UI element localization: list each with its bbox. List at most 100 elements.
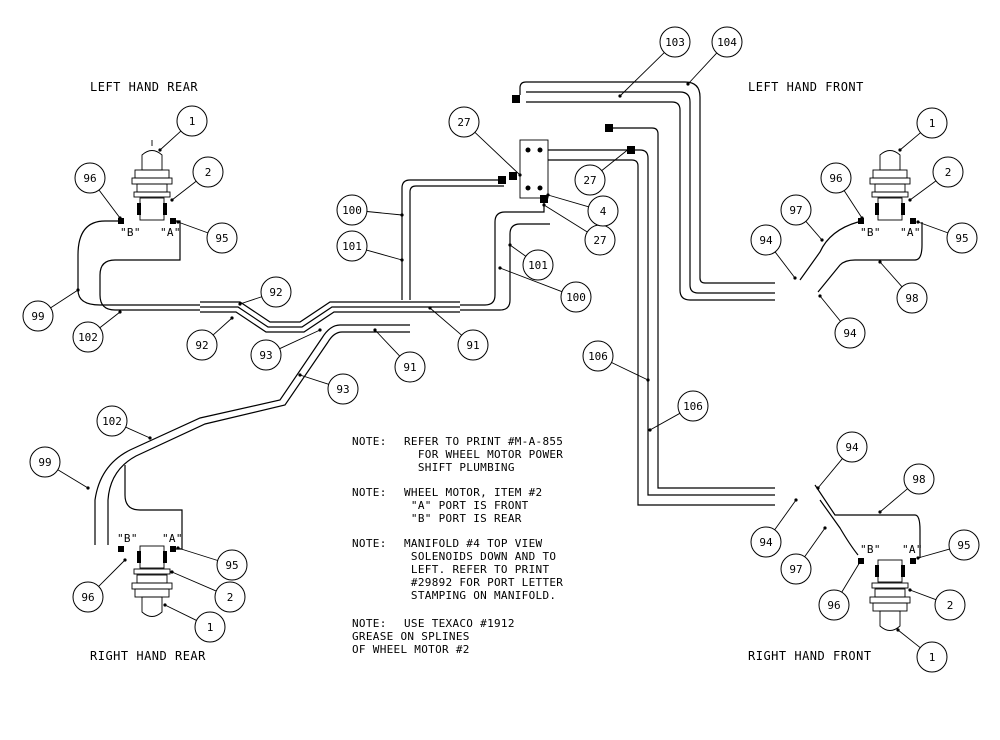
callout-99: 99: [29, 446, 90, 490]
callout-bubble: [834, 317, 866, 349]
callout-bubble: [780, 194, 812, 226]
callout-leader: [299, 374, 329, 385]
callout-arrowhead: [916, 556, 920, 560]
callout-2: 2: [170, 570, 246, 613]
svg-text:"A": "A": [900, 226, 921, 239]
callout-bubble: [934, 589, 966, 621]
callout-bubble: [522, 249, 554, 281]
callout-101: 101: [336, 230, 404, 262]
callout-number: 103: [665, 36, 685, 49]
callout-bubble: [72, 581, 104, 613]
callout-92: 92: [186, 316, 234, 361]
callout-bubble: [394, 351, 426, 383]
callout-bubble: [587, 195, 619, 227]
callout-arrowhead: [648, 428, 652, 432]
callout-arrowhead: [498, 266, 502, 270]
callout-number: 100: [566, 291, 586, 304]
callout-99: 99: [22, 288, 80, 332]
callout-leader: [547, 194, 589, 208]
callout-number: 96: [81, 591, 94, 604]
callout-91: 91: [373, 328, 426, 383]
callout-leader: [429, 307, 462, 336]
callout-bubble: [896, 282, 928, 314]
callout-number: 95: [225, 559, 238, 572]
callout-96: 96: [820, 162, 864, 220]
callout-leader: [543, 204, 588, 233]
note-2-line-3: "B" PORT IS REAR: [404, 512, 522, 525]
callout-1: 1: [163, 603, 226, 643]
callout-arrowhead: [916, 220, 920, 224]
callout-bubble: [29, 446, 61, 478]
callout-leader: [125, 426, 151, 439]
callout-bubble: [74, 162, 106, 194]
callout-arrowhead: [794, 498, 798, 502]
wheel-motor-right-front: [869, 559, 911, 631]
callout-arrowhead: [123, 558, 127, 562]
callout-bubble: [260, 276, 292, 308]
callout-leader: [805, 221, 823, 241]
callout-arrowhead: [373, 328, 377, 332]
callout-number: 2: [227, 591, 234, 604]
note-4-line-1: USE TEXACO #1912: [404, 617, 515, 630]
callout-leader: [774, 251, 796, 279]
note-3-line-1: MANIFOLD #4 TOP VIEW: [404, 537, 543, 550]
callout-bubble: [836, 431, 868, 463]
callout-bubble: [948, 529, 980, 561]
callout-leader: [159, 130, 182, 151]
callout-arrowhead: [686, 82, 690, 86]
callout-leader: [843, 190, 863, 219]
callout-number: 27: [457, 116, 470, 129]
callout-number: 98: [905, 292, 918, 305]
callout-arrowhead: [238, 302, 242, 306]
callout-bubble: [336, 194, 368, 226]
callout-2: 2: [908, 156, 964, 202]
callout-1: 1: [158, 105, 208, 152]
callout-leader: [804, 527, 826, 558]
callout-number: 4: [600, 205, 607, 218]
callout-number: 99: [38, 456, 51, 469]
callout-leader: [98, 559, 126, 587]
callout-arrowhead: [628, 146, 632, 150]
ports-left-front: "B" "A": [858, 218, 921, 239]
callout-bubble: [820, 162, 852, 194]
ports-right-rear: "B" "A": [117, 532, 182, 552]
callout-94: 94: [816, 431, 868, 490]
callout-102: 102: [72, 310, 122, 353]
callout-number: 96: [829, 172, 842, 185]
callout-arrowhead: [118, 216, 122, 220]
callout-number: 106: [588, 350, 608, 363]
callout-arrowhead: [176, 546, 180, 550]
callout-4: 4: [546, 193, 619, 227]
notes-block: NOTE: REFER TO PRINT #M-A-855 FOR WHEEL …: [352, 435, 563, 656]
callout-arrowhead: [646, 378, 650, 382]
callout-arrowhead: [76, 288, 80, 292]
note-2-label: NOTE:: [352, 486, 387, 499]
callout-number: 91: [466, 339, 479, 352]
callout-number: 99: [31, 310, 44, 323]
callout-leader: [474, 131, 521, 176]
callout-arrowhead: [148, 436, 152, 440]
callout-bubble: [327, 373, 359, 405]
callout-bubble: [72, 321, 104, 353]
callout-leader: [177, 221, 209, 234]
callout-95: 95: [916, 220, 978, 254]
callout-arrowhead: [400, 258, 404, 262]
callout-1: 1: [898, 107, 948, 152]
title-left-hand-front: LEFT HAND FRONT: [748, 80, 864, 94]
svg-text:"B": "B": [860, 543, 881, 556]
title-right-hand-rear: RIGHT HAND REAR: [90, 649, 206, 663]
callout-arrowhead: [158, 148, 162, 152]
note-3-label: NOTE:: [352, 537, 387, 550]
callout-104: 104: [686, 26, 743, 86]
callout-leader: [50, 289, 79, 309]
callout-arrowhead: [298, 373, 302, 377]
callout-106: 106: [648, 390, 709, 432]
callout-leader: [879, 488, 908, 513]
note-1-label: NOTE:: [352, 435, 387, 448]
callout-bubble: [946, 222, 978, 254]
callout-arrowhead: [318, 328, 322, 332]
callout-bubble: [659, 26, 691, 58]
callout-arrowhead: [908, 198, 912, 202]
callout-leader: [909, 589, 937, 601]
callout-number: 1: [929, 117, 936, 130]
